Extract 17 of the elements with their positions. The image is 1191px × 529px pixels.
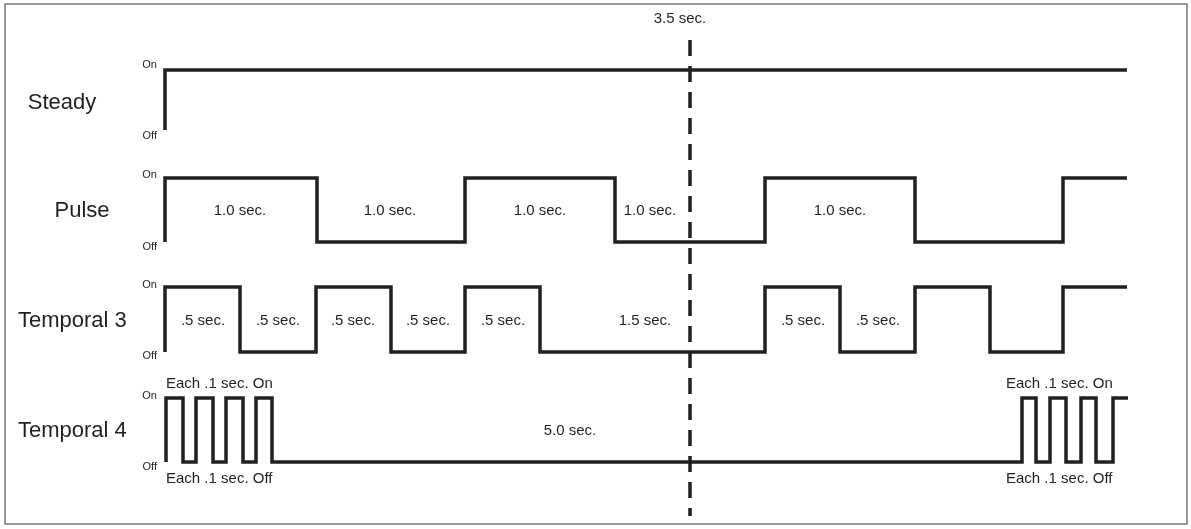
row-title: Temporal 4 [18, 417, 127, 443]
pulse-note: Each .1 sec. On [1006, 374, 1113, 392]
state-label: On [142, 388, 157, 402]
state-label: On [142, 57, 157, 71]
pulse-note: Each .1 sec. Off [1006, 469, 1113, 487]
pulse-note: Each .1 sec. Off [166, 469, 273, 487]
row-title: Steady [27, 89, 97, 115]
state-label: On [142, 277, 157, 291]
time-marker-label: 3.5 sec. [653, 9, 707, 27]
state-label: Off [142, 459, 157, 473]
state-label: On [142, 167, 157, 181]
state-label: Off [142, 239, 157, 253]
pulse-note: Each .1 sec. On [166, 374, 273, 392]
state-label: Off [142, 128, 157, 142]
row-title: Pulse [54, 197, 110, 223]
state-label: Off [142, 348, 157, 362]
row-title: Temporal 3 [18, 307, 127, 333]
